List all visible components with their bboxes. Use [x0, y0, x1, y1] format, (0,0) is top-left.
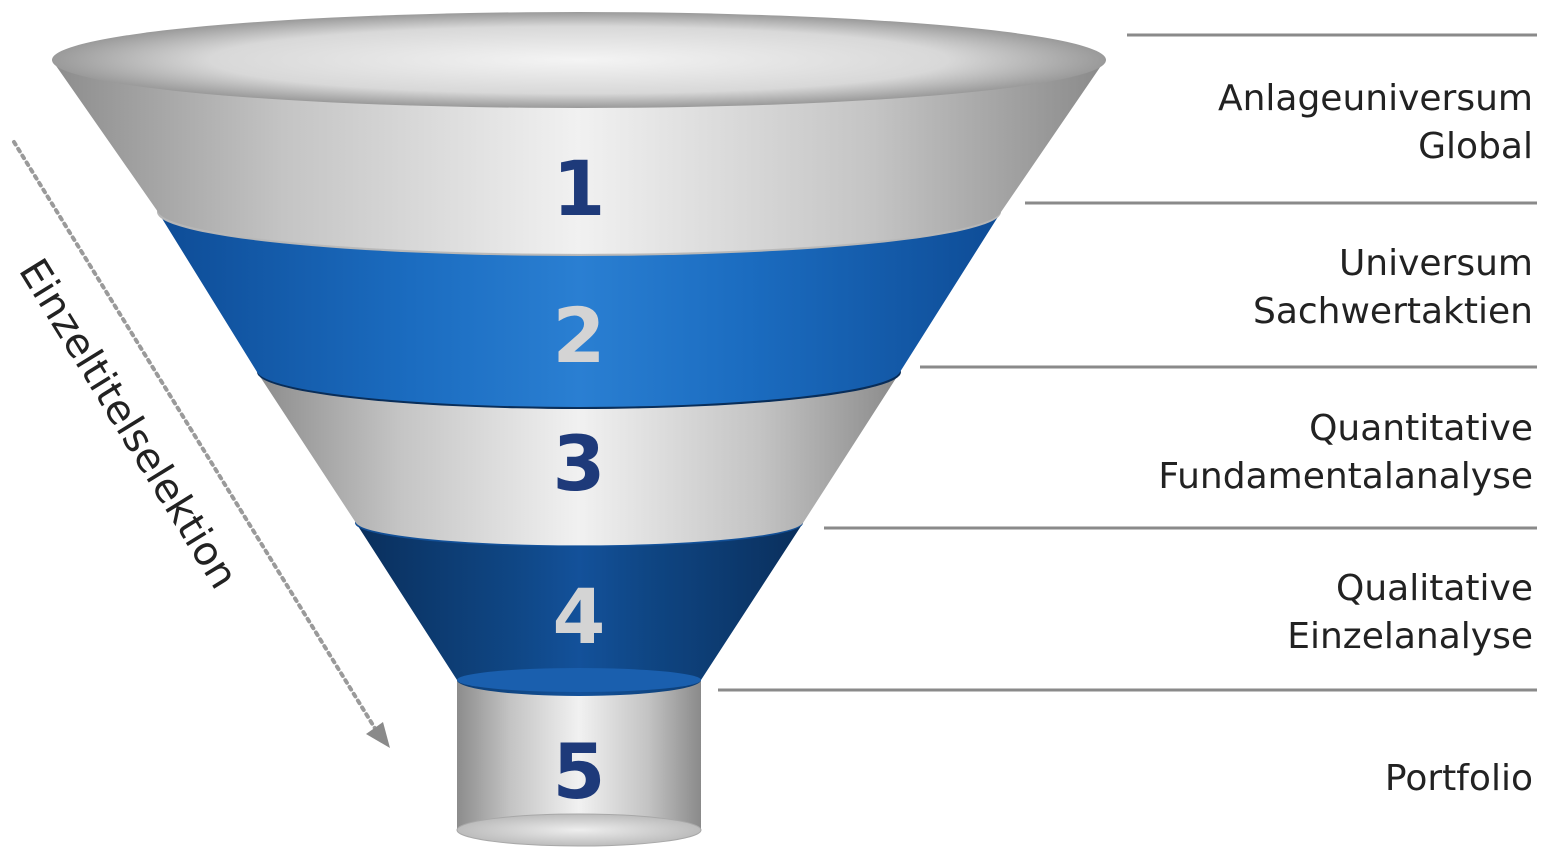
stage-number-4: 4 [553, 572, 606, 661]
stage-labels: Anlageuniversum Global Universum Sachwer… [1158, 78, 1533, 799]
stage-label-2-line-2: Sachwertaktien [1253, 291, 1533, 332]
stage-label-4-line-2: Einzelanalyse [1287, 616, 1533, 657]
stage-label-3-line-1: Quantitative [1309, 408, 1533, 449]
stage-label-1-line-1: Anlageuniversum [1218, 78, 1533, 119]
stage-label-2-line-1: Universum [1339, 243, 1533, 284]
funnel-stage-5 [457, 680, 701, 846]
funnel-stage-2 [158, 212, 1001, 407]
stage-number-2: 2 [553, 291, 606, 380]
funnel-stage-4 [356, 523, 803, 696]
stage-label-4-line-1: Qualitative [1336, 568, 1533, 609]
stage-label-1-line-2: Global [1418, 126, 1533, 167]
side-label: Einzeltitelselektion [9, 251, 246, 597]
stage-number-5: 5 [553, 727, 606, 816]
funnel-top-rim [52, 12, 1106, 108]
funnel-stage-3 [257, 372, 900, 546]
stage-label-3-line-2: Fundamentalanalyse [1158, 456, 1533, 497]
dotted-arrow-line [12, 140, 378, 732]
arrow-head-icon [366, 722, 390, 748]
stage-number-1: 1 [553, 144, 606, 233]
stage-numbers: 1 2 3 4 5 [553, 144, 606, 816]
stage-label-5-line-1: Portfolio [1385, 758, 1533, 799]
divider-lines [718, 33, 1537, 692]
funnel-stage-1 [52, 60, 1105, 254]
funnel-bottom-ellipse [456, 813, 702, 847]
funnel-stage-5-rim [457, 668, 701, 692]
funnel [52, 12, 1106, 847]
selection-arrow [12, 140, 390, 748]
stage-number-3: 3 [553, 419, 606, 508]
